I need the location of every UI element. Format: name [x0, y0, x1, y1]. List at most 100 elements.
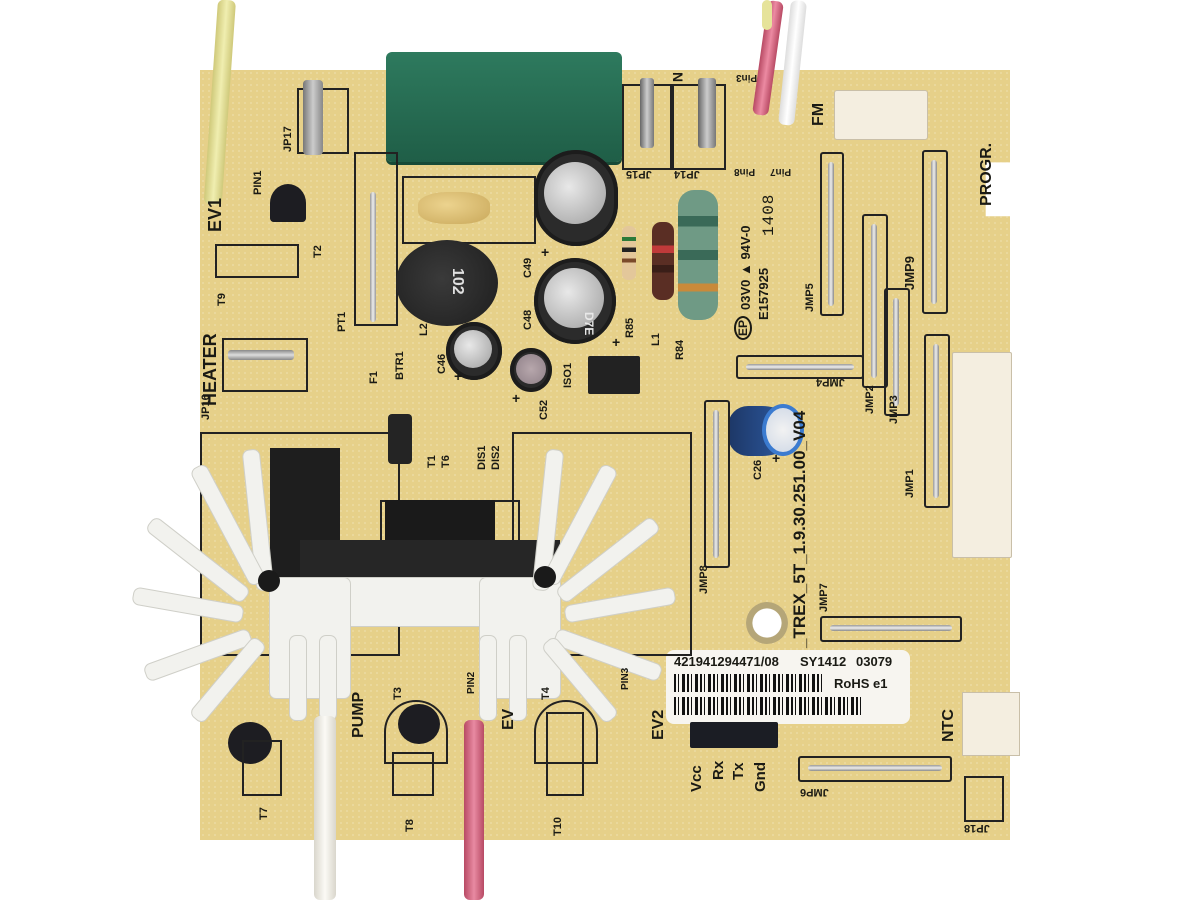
resistor-r84 [678, 190, 718, 320]
capacitor-c26-top [762, 404, 804, 456]
sticker-compliance: RoHS e1 [834, 676, 888, 691]
label-jmp5: JMP5 [804, 283, 816, 312]
triac-body-center [385, 500, 495, 540]
sticker-serial: 03079 [856, 654, 893, 669]
label-pt1: PT1 [336, 311, 348, 332]
heatsink [132, 440, 676, 724]
t10-footprint [534, 700, 598, 764]
label-f1: F1 [368, 371, 380, 384]
progr-ribbon-connector [952, 352, 1012, 558]
label-pin1: PIN1 [252, 170, 264, 195]
label-c52: C52 [538, 399, 550, 420]
cert-line-2: E157925 [756, 267, 771, 320]
spade-terminal-heater [228, 350, 294, 360]
t8-lower-footprint [392, 752, 434, 796]
pt1-outline [354, 152, 398, 326]
label-progr: PROGR. [978, 142, 995, 206]
heatsink-base-shadow [300, 540, 560, 580]
label-t4: T4 [540, 687, 552, 700]
label-jmp3: JMP3 [888, 395, 900, 424]
label-pin7: Pin7 [770, 166, 792, 177]
label-btr1: BTR1 [394, 351, 406, 380]
x2-capacitor [386, 52, 622, 162]
label-jmp4: JMP4 [816, 376, 845, 388]
jumper-jmp7 [820, 616, 962, 642]
t7-footprint [242, 740, 282, 796]
transistor-t2 [270, 184, 306, 222]
label-ev1: EV1 [205, 197, 225, 232]
c49-plus: + [541, 244, 550, 260]
jp18-outline [964, 776, 1004, 822]
optocoupler-iso1 [588, 356, 640, 394]
label-n: N [670, 72, 686, 83]
label-c46: C46 [436, 353, 448, 374]
jumper-jmp9 [922, 150, 948, 314]
capacitor-c48 [534, 258, 616, 344]
label-jp16: JP16 [200, 394, 212, 420]
jp16-outline [222, 338, 308, 392]
inductor-l1 [652, 222, 674, 300]
label-fm: FM [810, 102, 827, 126]
label-t10: T10 [552, 817, 564, 836]
label-ev2: EV2 [650, 709, 667, 740]
pink-wire-bottom [464, 720, 484, 900]
jumper-jmp6 [798, 756, 952, 782]
label-pump: PUMP [350, 691, 367, 738]
label-jp14: JP14 [674, 168, 700, 180]
label-t9: T9 [216, 293, 228, 306]
capacitor-c49 [534, 150, 618, 246]
serial-header [690, 722, 778, 748]
c48-plus: + [612, 334, 621, 350]
resistor-r85 [622, 226, 636, 280]
ntc-connector [962, 692, 1020, 756]
cert-mark: EP [734, 315, 752, 340]
c26-plus: + [772, 450, 781, 466]
c52-plus: + [512, 390, 521, 406]
label-c48: C48 [522, 309, 534, 330]
label-pin8: Pin8 [734, 166, 756, 177]
white-wire-pump [314, 716, 336, 900]
c46-plus: + [454, 368, 463, 384]
capacitor-c52 [510, 348, 552, 392]
capacitor-outline [402, 176, 536, 244]
sticker-batch: SY1412 [800, 654, 847, 669]
label-jmp8: JMP8 [698, 565, 710, 594]
barcode-2 [674, 697, 862, 715]
label-jp17: JP17 [282, 126, 294, 152]
label-jmp1: JMP1 [904, 469, 916, 498]
label-l1: L1 [650, 333, 662, 346]
label-vcc: Vcc [688, 765, 705, 792]
cert-line-1: 03V0 ▲ 94V-0 [738, 225, 753, 310]
jp17-outline [297, 88, 349, 154]
label-rx: Rx [710, 760, 727, 780]
jumper-jmp4 [736, 355, 864, 379]
jumper-jmp2 [862, 214, 888, 388]
label-jmp7: JMP7 [818, 583, 830, 612]
sticker-part-number: 421941294471/08 [674, 654, 779, 669]
label-c26: C26 [752, 459, 764, 480]
t9-footprint [215, 244, 299, 278]
capacitor-c46 [446, 322, 502, 380]
diode [388, 414, 412, 464]
barcode-1 [674, 674, 824, 692]
label-pin-bottom-2: PIN3 [620, 667, 631, 690]
label-r84: R84 [674, 339, 686, 360]
label-jmp2: JMP2 [864, 385, 876, 414]
date-code: 1408 [760, 193, 778, 236]
label-ntc: NTC [940, 709, 957, 742]
spade-terminal-jp15 [640, 78, 654, 148]
spade-terminal-jp17 [303, 80, 323, 155]
label-t7: T7 [258, 807, 270, 820]
label-pin-bottom-1: PIN2 [466, 671, 477, 694]
label-jp18: JP18 [964, 822, 990, 834]
label-ev3: EV [500, 708, 517, 730]
board-id: _TREX_5T_1.9.30.251.00_V04 [790, 410, 809, 648]
label-tx: Tx [730, 762, 747, 780]
transistor-t3 [398, 704, 440, 744]
cap-c48-marking: D7E [582, 312, 596, 336]
label-c49: C49 [522, 257, 534, 278]
label-pin3: Pin3 [736, 72, 758, 83]
jumper-jmp8 [704, 400, 730, 568]
label-jmp9: JMP9 [902, 256, 917, 290]
label-l2: L2 [418, 323, 430, 336]
